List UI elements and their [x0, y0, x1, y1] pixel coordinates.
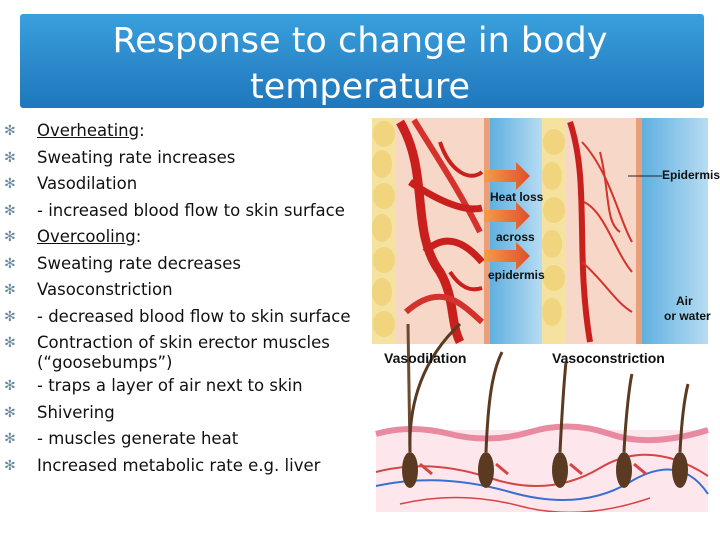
bullet-text: - increased blood flow to skin surface	[37, 200, 345, 220]
bullet-icon: ✻	[4, 404, 16, 421]
bullet-item: ✻ Overcooling:	[4, 224, 374, 251]
bullet-text: Contraction of skin erector muscles (“go…	[37, 333, 330, 372]
bullet-item: ✻ Shivering	[4, 400, 374, 427]
bullet-text: Overheating	[37, 121, 140, 140]
bullet-text: Shivering	[37, 402, 115, 422]
air-water-label: or water	[664, 309, 711, 323]
bullet-icon: ✻	[4, 378, 16, 394]
bullet-icon: ✻	[4, 149, 16, 166]
bullet-item: ✻ Increased metabolic rate e.g. liver	[4, 453, 374, 480]
heat-loss-label: Heat loss	[490, 190, 543, 205]
bullet-icon: ✻	[4, 255, 16, 272]
bullet-icon: ✻	[4, 123, 16, 139]
bullet-item: ✻ - decreased blood flow to skin surface	[4, 304, 374, 331]
bullet-item: ✻ Sweating rate decreases	[4, 251, 374, 278]
bullet-item: ✻ - traps a layer of air next to skin	[4, 373, 374, 400]
bullet-text: - muscles generate heat	[37, 429, 239, 448]
bullet-icon: ✻	[4, 335, 16, 351]
bullet-text: - traps a layer of air next to skin	[37, 376, 303, 395]
bullet-list: ✻ Overheating: ✻ Sweating rate increases ✻…	[4, 118, 374, 479]
bullet-icon: ✻	[4, 176, 16, 192]
bullet-text: Overcooling	[37, 227, 136, 246]
bullet-item: ✻ - increased blood flow to skin surface	[4, 198, 374, 225]
bullet-text: Vasoconstriction	[37, 280, 173, 299]
bullet-suffix: :	[139, 121, 145, 140]
title-band	[20, 14, 704, 108]
vasodilation-caption: Vasodilation	[384, 350, 467, 366]
bullet-icon: ✻	[4, 431, 16, 447]
bullet-item: ✻ Contraction of skin erector muscles (“g…	[4, 330, 374, 373]
bullet-icon: ✻	[4, 308, 16, 325]
bullet-icon: ✻	[4, 202, 16, 219]
bullet-text: Increased metabolic rate e.g. liver	[37, 455, 321, 475]
heat-arrows	[484, 162, 530, 270]
bullet-icon: ✻	[4, 229, 16, 245]
skin-diagram	[372, 118, 709, 512]
bullet-suffix: :	[135, 227, 142, 246]
title-line-1: Response to change in body	[112, 21, 608, 61]
epidermis-left	[484, 118, 490, 344]
vasoconstriction-caption: Vasoconstriction	[552, 350, 665, 366]
bullet-text: Sweating rate increases	[37, 147, 236, 167]
bullet-icon: ✻	[4, 457, 16, 474]
slide-title: Response to change in body temperature	[0, 18, 720, 110]
epidermis-label: Epidermis	[662, 168, 720, 182]
bullet-item: ✻ Overheating:	[4, 118, 374, 145]
bullet-item: ✻ Vasoconstriction	[4, 277, 374, 304]
air-left	[490, 118, 542, 344]
bullet-icon: ✻	[4, 282, 16, 298]
bullet-item: ✻ Sweating rate increases	[4, 145, 374, 172]
dermis-vasoconstriction	[566, 118, 636, 344]
heat-loss-line-1: Heat loss	[490, 190, 544, 204]
heat-across-label: across	[496, 230, 535, 244]
dermis-vasodilation	[396, 118, 485, 345]
bullet-text: Vasodilation	[37, 174, 138, 193]
bullet-item: ✻ Vasodilation	[4, 171, 374, 198]
goosebump-diagram	[375, 322, 709, 512]
heat-epidermis-label: epidermis	[488, 268, 545, 282]
fat-tissue-left	[372, 118, 396, 344]
bullet-item: ✻ - muscles generate heat	[4, 426, 374, 453]
air-label: Air	[676, 294, 693, 308]
epidermis-right	[636, 118, 642, 344]
fat-tissue-right	[542, 118, 566, 344]
title-line-2: temperature	[250, 67, 470, 107]
bullet-text: Sweating rate decreases	[37, 253, 241, 273]
bullet-text: - decreased blood flow to skin surface	[37, 306, 351, 326]
air-right	[642, 118, 708, 344]
